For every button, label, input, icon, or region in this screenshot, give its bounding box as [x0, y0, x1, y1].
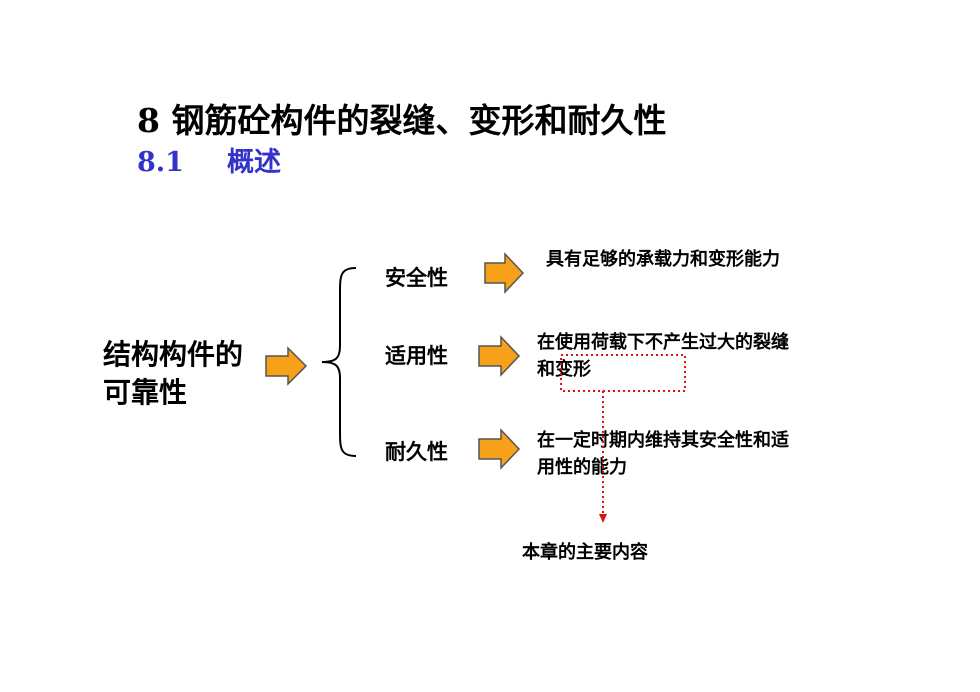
branch-label-serviceability: 适用性 — [385, 343, 448, 368]
root-label: 结构构件的可靠性 — [103, 338, 244, 409]
branch-label-safety: 安全性 — [385, 265, 448, 290]
page-title: 8 钢筋砼构件的裂缝、变形和耐久性 — [137, 101, 667, 140]
section-title: 概述 — [227, 147, 281, 178]
arrow-icon — [478, 428, 521, 470]
branch-label-durability: 耐久性 — [385, 439, 448, 464]
branch-description-safety: 具有足够的承载力和变形能力 — [546, 249, 780, 270]
root-arrow-icon — [265, 346, 308, 386]
brace-icon — [321, 267, 357, 457]
pointer-arrow-icon — [599, 391, 607, 523]
branch-description-durability: 在一定时期内维持其安全性和适用性的能力 — [537, 430, 789, 478]
section-number: 8.1 — [137, 147, 184, 178]
highlight-note: 本章的主要内容 — [522, 542, 648, 563]
section-heading: 8.1 概述 — [137, 140, 281, 179]
arrow-icon — [478, 335, 521, 377]
arrow-icon — [484, 252, 525, 294]
highlight-box — [560, 354, 686, 392]
branch-description-serviceability: 在使用荷载下不产生过大的裂缝和变形 — [537, 332, 789, 380]
